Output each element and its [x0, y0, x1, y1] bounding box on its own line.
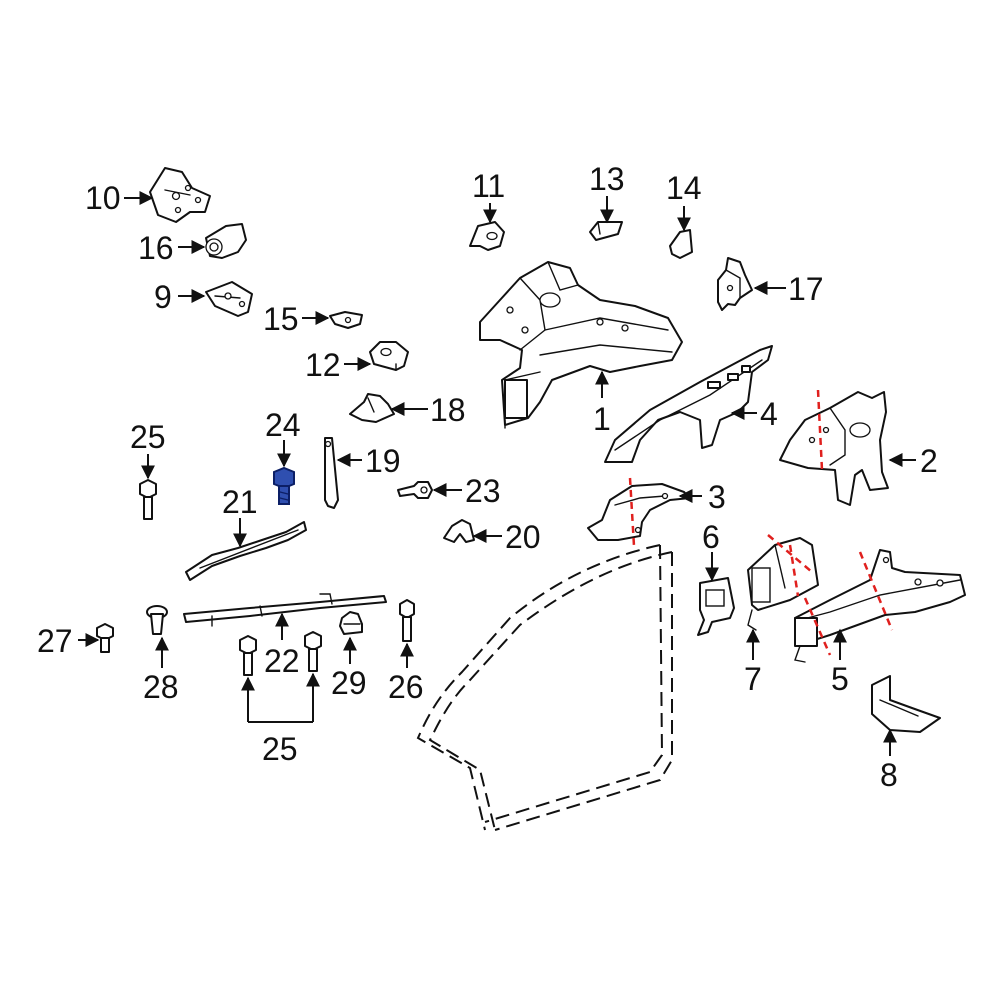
part-18-gusset[interactable]	[349, 393, 395, 423]
part-8-bracket-plate[interactable]	[871, 675, 941, 733]
part-1-front-rail-assembly[interactable]	[479, 261, 683, 429]
callout-24: 24	[265, 407, 301, 443]
part-27-bolt[interactable]	[96, 623, 114, 653]
part-11-mount-bracket[interactable]	[469, 221, 505, 251]
part-29-clip-nut[interactable]	[339, 611, 363, 635]
part-3-wheelhouse-arch[interactable]	[587, 483, 691, 541]
part-26-long-bolt[interactable]	[399, 599, 415, 642]
callout-14: 14	[666, 170, 702, 206]
part-17-vertical-bracket[interactable]	[717, 257, 753, 311]
callout-25-top: 25	[130, 419, 166, 455]
callout-6: 6	[702, 519, 720, 555]
part-25-bolt-bottom-right[interactable]	[304, 631, 322, 672]
callout-25-bottom: 25	[262, 731, 298, 767]
part-25-bolt-bottom-left[interactable]	[239, 635, 257, 676]
callout-12: 12	[305, 347, 341, 383]
part-19-strut-rod[interactable]	[324, 437, 339, 509]
callout-19: 19	[365, 443, 401, 479]
callout-28: 28	[143, 669, 179, 705]
callout-4: 4	[760, 396, 778, 432]
part-20-clip-bracket[interactable]	[443, 519, 475, 543]
part-22-seal-rail[interactable]	[183, 593, 387, 627]
part-28-rivet[interactable]	[146, 605, 168, 635]
callout-18: 18	[430, 392, 466, 428]
callout-15: 15	[263, 301, 299, 337]
cut-line-part-7-lower	[788, 544, 800, 597]
callout-17: 17	[788, 271, 824, 307]
part-10-reinforcement-plate[interactable]	[149, 167, 211, 223]
callout-22: 22	[264, 643, 300, 679]
part-23-push-clip[interactable]	[397, 481, 433, 499]
part-6-rail-extension[interactable]	[697, 577, 735, 636]
callout-1: 1	[593, 401, 611, 437]
part-7-rail-end[interactable]	[747, 537, 819, 631]
part-13-small-bracket[interactable]	[589, 221, 623, 241]
cut-line-part-2	[816, 389, 824, 471]
part-21-seal-strip[interactable]	[185, 521, 307, 581]
door-outline	[416, 544, 673, 831]
callout-7: 7	[744, 661, 762, 697]
callout-23: 23	[465, 473, 501, 509]
cut-line-part-7-upper	[767, 534, 813, 573]
callout-3: 3	[708, 479, 726, 515]
part-12-support-bracket[interactable]	[369, 341, 409, 371]
callout-11: 11	[472, 168, 505, 204]
cut-line-part-5-left	[803, 597, 832, 656]
part-2-wheelhouse-section[interactable]	[779, 391, 889, 506]
part-9-bracket[interactable]	[205, 281, 253, 317]
part-24-bolt-highlighted[interactable]	[273, 466, 295, 505]
callout-16: 16	[138, 230, 174, 266]
callout-21: 21	[222, 484, 258, 520]
callout-26: 26	[388, 669, 424, 705]
part-16-mount-bushing[interactable]	[205, 223, 247, 259]
callout-27: 27	[37, 623, 73, 659]
callout-13: 13	[589, 161, 625, 197]
callout-10: 10	[85, 180, 121, 216]
callout-20: 20	[505, 519, 541, 555]
callout-labels: 10 16 9 15 12 18 19 23 20 11 13 14 17 1 …	[37, 161, 938, 793]
callout-2: 2	[920, 443, 938, 479]
part-5-lower-rail[interactable]	[794, 549, 966, 663]
callout-29: 29	[331, 665, 367, 701]
cut-line-part-5-right	[858, 551, 894, 631]
part-15-tab-bracket[interactable]	[329, 311, 363, 329]
callout-5: 5	[831, 661, 849, 697]
leader-lines	[78, 191, 916, 756]
part-25-bolt-top[interactable]	[139, 479, 157, 520]
callout-8: 8	[880, 757, 898, 793]
callout-9: 9	[154, 279, 172, 315]
part-14-small-gusset[interactable]	[669, 229, 693, 259]
